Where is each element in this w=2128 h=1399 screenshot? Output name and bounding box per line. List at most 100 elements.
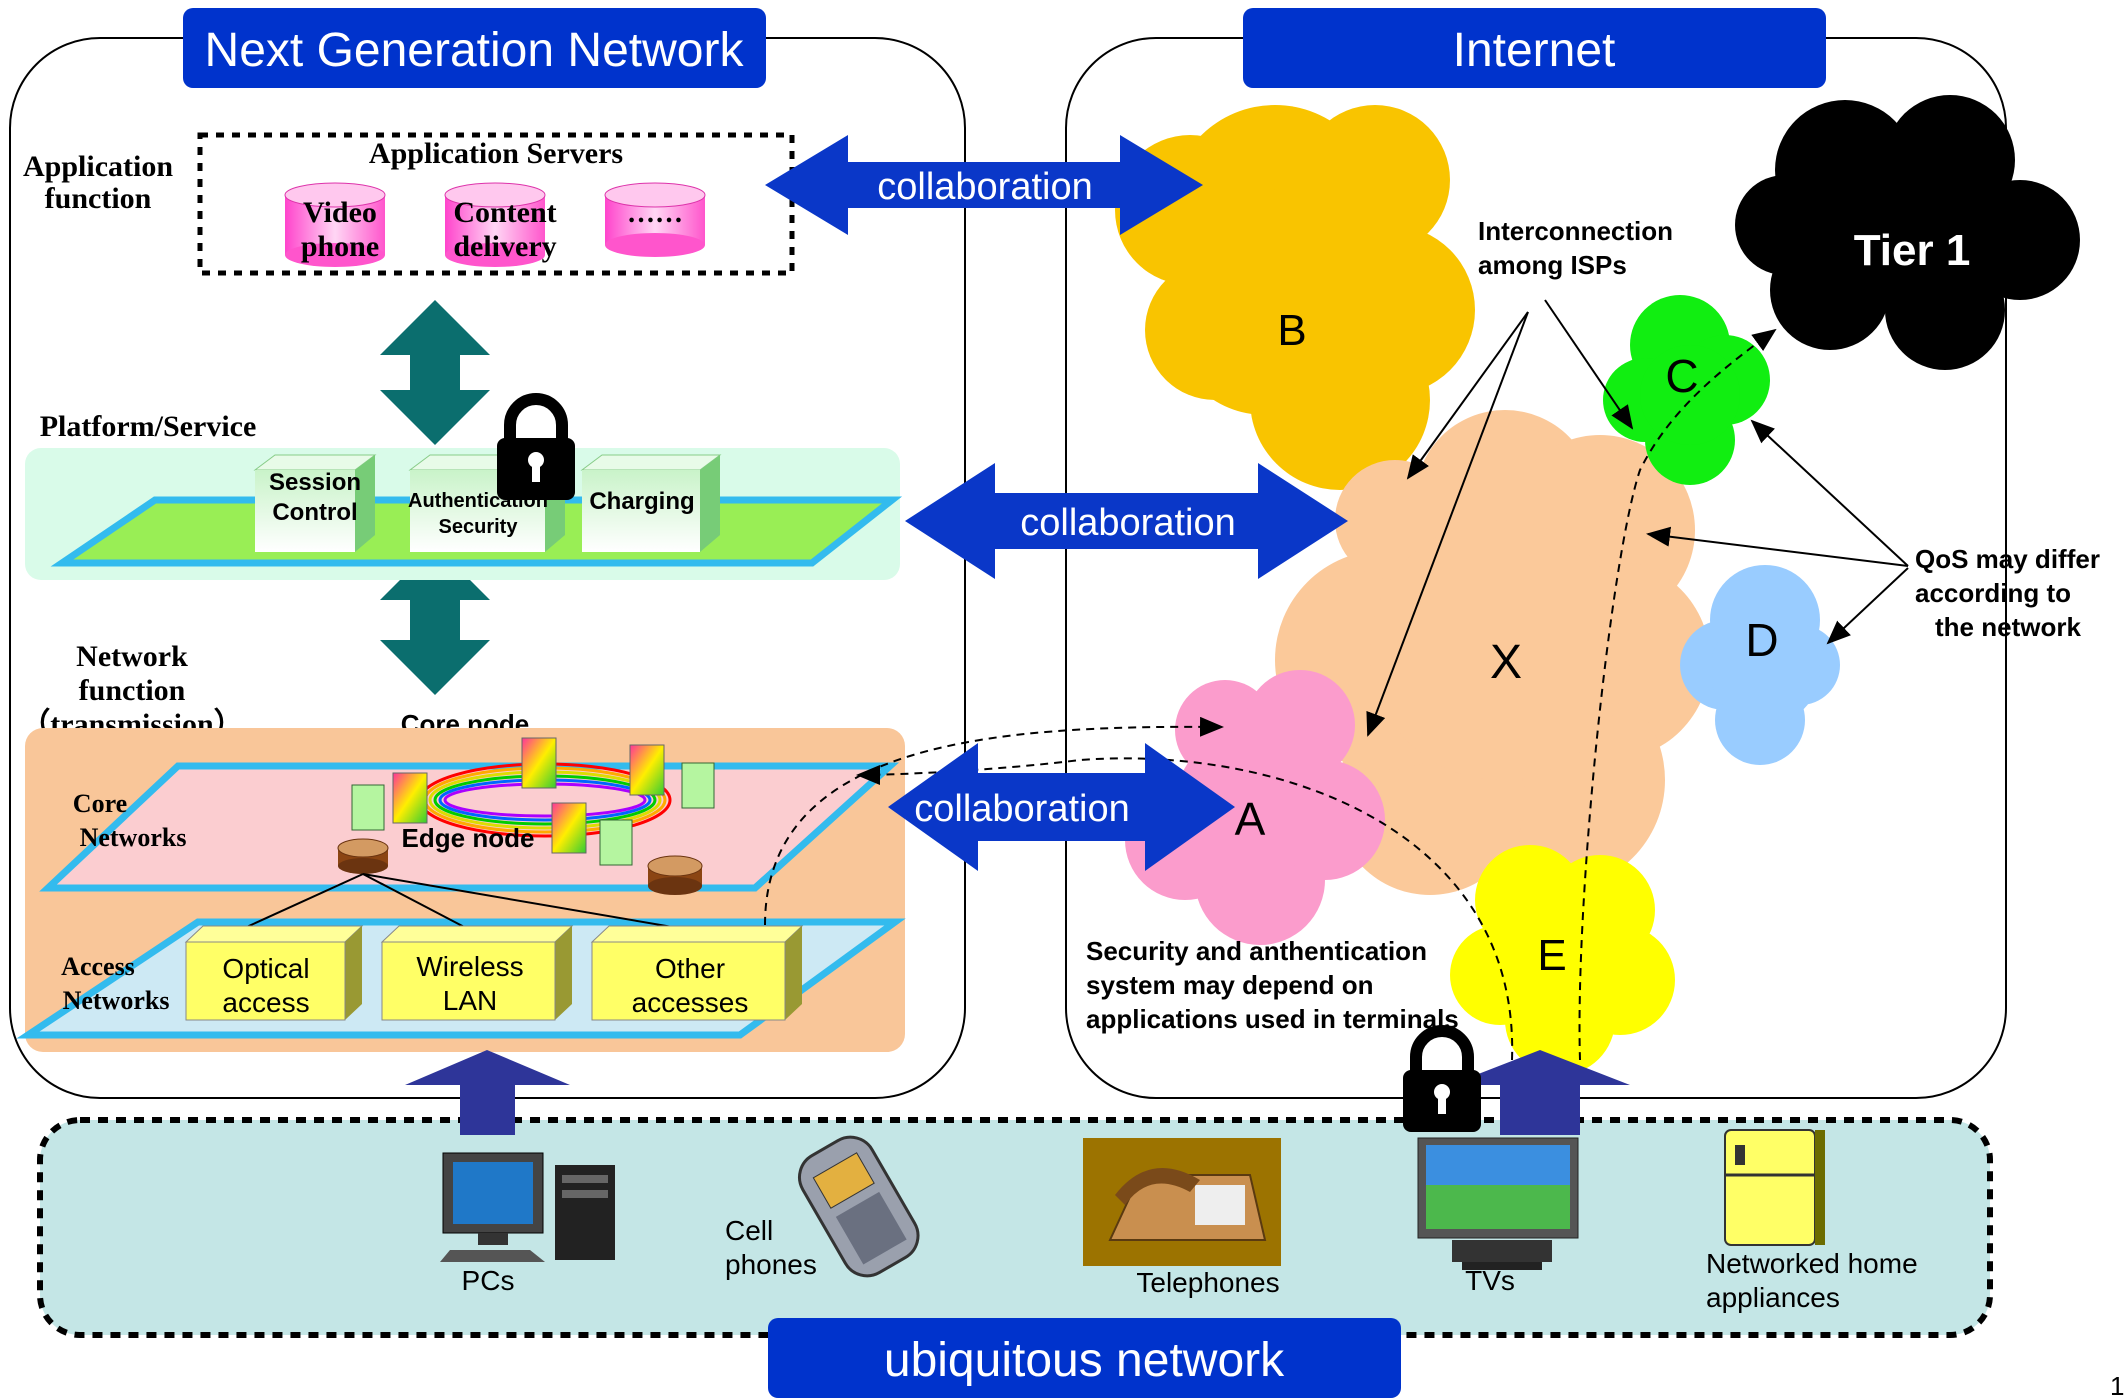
- device-label-tvs: TVs: [1465, 1265, 1515, 1296]
- collaboration-arrow-middle[interactable]: [905, 463, 1348, 579]
- qos-arrow-d: [1826, 567, 1909, 645]
- access-link-3: [362, 873, 691, 931]
- edge-node-3: [599, 819, 633, 866]
- cloud-d-label: D: [1745, 614, 1778, 666]
- cell-phone-icon: [798, 1135, 920, 1278]
- application-function-label-2: function: [45, 182, 152, 215]
- platform-box-label-2b: Security: [439, 516, 519, 538]
- access-box-label-1a: Optical: [222, 953, 309, 984]
- dashed-path-tier1: [1578, 328, 1777, 1061]
- access-box-label-3b: accesses: [632, 987, 749, 1018]
- telephone-icon: [1083, 1138, 1281, 1266]
- internet-title: Internet: [1453, 24, 1616, 77]
- access-box-label-3a: Other: [655, 953, 725, 984]
- charging-box: Charging: [580, 454, 722, 552]
- interconnection-label-1: Interconnection: [1478, 216, 1673, 246]
- collaboration-arrow-top[interactable]: [765, 135, 1203, 235]
- teal-arrow-upper: [380, 300, 490, 445]
- ubiquitous-title-box: [768, 1318, 1401, 1398]
- cloud-e-label: E: [1537, 931, 1566, 980]
- core-node-1: [521, 737, 557, 789]
- cloud-b: [1115, 105, 1475, 490]
- lock-icon: [1403, 1025, 1481, 1132]
- collaboration-label-middle: collaboration: [1020, 502, 1235, 544]
- server-label-3: ……: [627, 198, 683, 229]
- access-networks-label-2: Networks: [63, 986, 170, 1015]
- core-node-3: [392, 772, 428, 824]
- appliance-icon: [1724, 1129, 1825, 1246]
- session-control-box: Session Control: [253, 454, 377, 552]
- core-node-2: [629, 744, 665, 796]
- platform-box-label-1b: Control: [272, 499, 357, 526]
- application-servers-box: [197, 132, 795, 276]
- cloud-tier1: [1735, 95, 2080, 370]
- interconnection-arrow-x: [1406, 311, 1529, 480]
- cloud-d: [1680, 565, 1840, 765]
- ubiquitous-panel: [37, 1117, 1993, 1338]
- qos-arrow-x: [1646, 526, 1909, 567]
- content-delivery-server: Content delivery: [444, 182, 557, 267]
- cloud-x: [1275, 410, 1710, 895]
- qos-label-1: QoS may differ: [1915, 544, 2100, 574]
- internet-title-box: [1243, 8, 1826, 88]
- collaboration-label-top: collaboration: [877, 166, 1092, 208]
- cloud-c-label: C: [1665, 350, 1698, 402]
- platform-box-label-3: Charging: [589, 488, 694, 515]
- cloud-e: [1450, 845, 1675, 1075]
- access-box-label-2a: Wireless: [416, 951, 523, 982]
- security-note-3: applications used in terminals: [1086, 1004, 1459, 1034]
- video-phone-server: Video phone: [284, 182, 386, 267]
- access-networks-label-1: Access: [61, 952, 135, 981]
- page-number: 1: [2110, 1371, 2124, 1399]
- server-label-2b: delivery: [453, 230, 556, 263]
- optical-access-box: Optical access: [184, 925, 364, 1021]
- security-note-1: Security and anthentication: [1086, 936, 1427, 966]
- router-icon: [647, 855, 703, 895]
- platform-function-label-1: Platform/Service: [40, 410, 257, 443]
- qos-arrow-c: [1750, 419, 1909, 567]
- lock-icon: [497, 393, 575, 500]
- network-function-label-2: function: [79, 674, 186, 707]
- access-box-label-1b: access: [222, 987, 309, 1018]
- core-networks-label-1: Core: [73, 789, 127, 818]
- access-link-1: [239, 873, 364, 931]
- core-networks-label-2: Networks: [80, 823, 187, 852]
- security-note-2: system may depend on: [1086, 970, 1374, 1000]
- application-servers-title: Application Servers: [369, 137, 623, 170]
- device-label-pcs: PCs: [462, 1265, 515, 1296]
- collaboration-label-bottom: collaboration: [914, 788, 1129, 830]
- device-label-cell-1: Cell: [725, 1215, 773, 1246]
- core-node-4: [551, 802, 587, 854]
- up-arrow-ngn: [405, 1050, 570, 1135]
- ubiquitous-title: ubiquitous network: [884, 1334, 1285, 1387]
- cloud-a-label: A: [1235, 793, 1266, 845]
- cloud-b-label: B: [1277, 306, 1306, 355]
- interconnection-arrow-a: [1366, 311, 1529, 737]
- device-label-appliances-1: Networked home: [1706, 1248, 1918, 1279]
- access-box-label-2b: LAN: [443, 985, 497, 1016]
- platform-box-label-1a: Session: [269, 469, 361, 496]
- teal-arrow-lower: [380, 545, 490, 695]
- network-function-label-1: Network: [76, 640, 188, 673]
- server-label-1a: Video: [303, 196, 377, 229]
- edge-node-1: [351, 784, 385, 831]
- edge-node-label: Edge node: [402, 823, 535, 853]
- other-server: ……: [604, 182, 706, 257]
- access-link-2: [362, 873, 471, 931]
- device-label-cell-2: phones: [725, 1249, 817, 1280]
- wireless-lan-box: Wireless LAN: [380, 925, 574, 1021]
- device-label-appliances-2: appliances: [1706, 1282, 1840, 1313]
- qos-label-2: according to: [1915, 578, 2071, 608]
- cloud-a: [1125, 670, 1385, 945]
- tv-icon: [1417, 1137, 1579, 1270]
- application-function-label-1: Application: [23, 150, 173, 183]
- ngn-title-box: [183, 8, 766, 88]
- cloud-tier1-label: Tier 1: [1854, 226, 1971, 275]
- interconnection-arrow-c: [1544, 299, 1634, 430]
- collaboration-arrow-bottom[interactable]: [888, 743, 1235, 871]
- other-accesses-box: Other accesses: [590, 925, 804, 1021]
- device-label-telephones: Telephones: [1136, 1267, 1279, 1298]
- interconnection-label-2: among ISPs: [1478, 250, 1627, 280]
- dashed-path-a: [764, 716, 1224, 926]
- qos-label-3: the network: [1935, 612, 2081, 642]
